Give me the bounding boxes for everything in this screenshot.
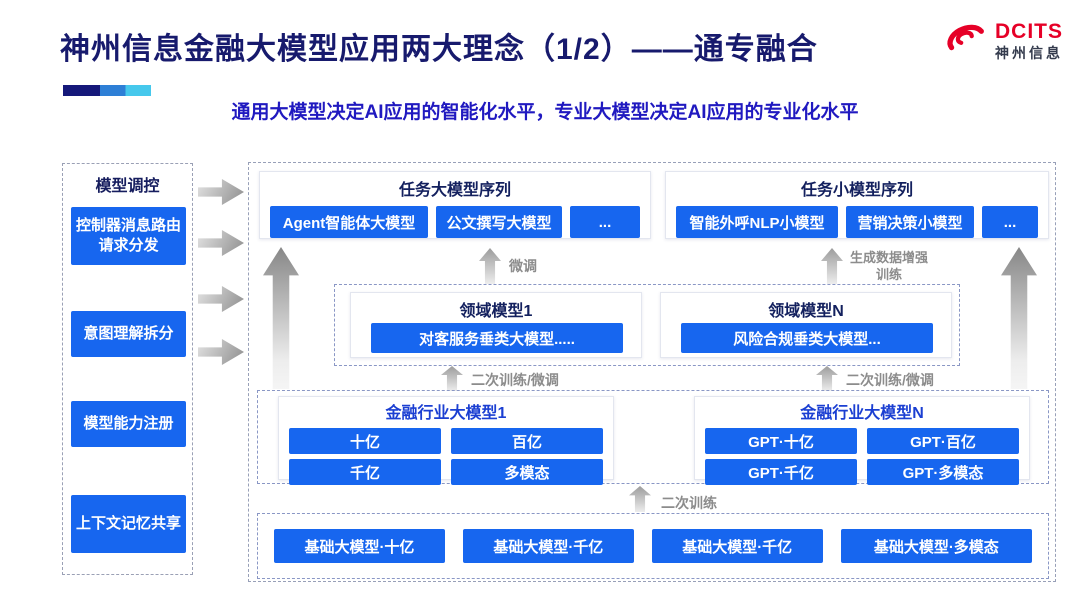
card-title: 领域模型1 — [459, 303, 533, 320]
title-accent-bar — [63, 85, 151, 96]
page-title: 神州信息金融大模型应用两大理念（1/2）——通专融合 — [60, 33, 818, 66]
up-arrow-icon — [629, 486, 651, 512]
model-box: GPT·十亿 — [705, 428, 857, 454]
main-diagram: 任务大模型序列 Agent智能体大模型 公文撰写大模型 ... 任务小模型序列 … — [248, 162, 1056, 582]
model-box: 智能外呼NLP小模型 — [676, 206, 838, 238]
industry-model-card-1: 金融行业大模型1 十亿 百亿 千亿 多模态 — [278, 396, 614, 485]
retrain-finetune-label: 二次训练/微调 — [471, 372, 559, 388]
industry-model-card-n: 金融行业大模型N GPT·十亿 GPT·百亿 GPT·千亿 GPT·多模态 — [694, 396, 1030, 485]
card-title: 任务大模型序列 — [398, 182, 511, 199]
model-control-panel: 模型调控 控制器消息路由请求分发 意图理解拆分 模型能力注册 上下文记忆共享 — [62, 163, 193, 575]
flow-arrow-right-icon — [198, 230, 244, 256]
flow-arrow-right-icon — [198, 286, 244, 312]
up-arrow-icon — [479, 248, 501, 284]
model-box: GPT·百亿 — [867, 428, 1019, 454]
card-title: 金融行业大模型N — [800, 405, 924, 422]
model-box: 十亿 — [289, 428, 441, 454]
card-title: 任务小模型序列 — [800, 182, 913, 199]
logo-brand-text: DCITS — [995, 20, 1063, 44]
model-box: Agent智能体大模型 — [270, 206, 428, 238]
gen-data-train-label: 生成数据增强训练 — [849, 250, 928, 282]
foundation-model-box: 基础大模型·十亿 — [274, 529, 445, 563]
tall-up-arrow-icon — [263, 247, 299, 389]
flow-arrow-right-icon — [198, 179, 244, 205]
fine-tune-label: 微调 — [509, 258, 537, 274]
retrain-finetune-label: 二次训练/微调 — [846, 372, 934, 388]
tall-up-arrow-icon — [1001, 247, 1037, 389]
slide-subtitle: 通用大模型决定AI应用的智能化水平，专业大模型决定AI应用的专业化水平 — [231, 102, 859, 123]
card-title: 金融行业大模型1 — [385, 405, 507, 422]
model-box: GPT·千亿 — [705, 459, 857, 485]
model-box: 公文撰写大模型 — [436, 206, 562, 238]
task-small-model-card: 任务小模型序列 智能外呼NLP小模型 营销决策小模型 ... — [665, 171, 1049, 239]
model-box-ellipsis: ... — [982, 206, 1038, 238]
model-control-title: 模型调控 — [95, 178, 160, 195]
dcits-logo-icon — [942, 18, 988, 63]
industry-models-container: 金融行业大模型1 十亿 百亿 千亿 多模态 金融行业大模型N GPT·十亿 GP… — [257, 390, 1049, 485]
card-title: 领域模型N — [768, 303, 844, 320]
secondary-train-label: 二次训练 — [661, 495, 717, 511]
sidebar-item-router: 控制器消息路由请求分发 — [71, 207, 186, 265]
up-arrow-icon — [441, 366, 463, 391]
model-box: 千亿 — [289, 459, 441, 485]
up-arrow-icon — [821, 248, 843, 284]
dcits-logo: DCITS 神州信息 — [942, 18, 1063, 63]
foundation-model-box: 基础大模型·多模态 — [840, 529, 1032, 563]
foundation-models-container: 基础大模型·十亿 基础大模型·千亿 基础大模型·千亿 基础大模型·多模态 — [257, 513, 1049, 579]
model-box: 风险合规垂类大模型... — [681, 323, 933, 353]
model-box: 对客服务垂类大模型..... — [371, 323, 623, 353]
model-box: 百亿 — [451, 428, 603, 454]
domain-model-card-n: 领域模型N 风险合规垂类大模型... — [660, 292, 952, 358]
model-box-ellipsis: ... — [570, 206, 640, 238]
foundation-model-box: 基础大模型·千亿 — [651, 529, 823, 563]
model-box: 营销决策小模型 — [846, 206, 974, 238]
flow-arrow-right-icon — [198, 339, 244, 365]
domain-model-card-1: 领域模型1 对客服务垂类大模型..... — [350, 292, 642, 358]
up-arrow-icon — [816, 366, 838, 391]
sidebar-item-capability: 模型能力注册 — [71, 401, 186, 447]
sidebar-item-context: 上下文记忆共享 — [71, 495, 186, 553]
logo-brand-cn: 神州信息 — [995, 44, 1063, 61]
sidebar-item-intent: 意图理解拆分 — [71, 311, 186, 357]
model-box: 多模态 — [451, 459, 603, 485]
domain-models-container: 领域模型1 对客服务垂类大模型..... 领域模型N 风险合规垂类大模型... — [334, 284, 960, 366]
task-large-model-card: 任务大模型序列 Agent智能体大模型 公文撰写大模型 ... — [259, 171, 651, 239]
model-box: GPT·多模态 — [867, 459, 1019, 485]
foundation-model-box: 基础大模型·千亿 — [462, 529, 634, 563]
